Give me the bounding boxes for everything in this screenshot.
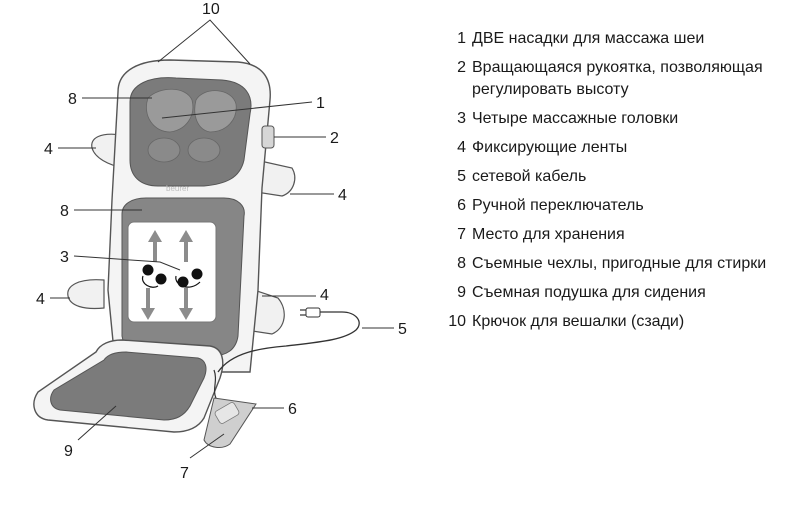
- legend-item-1: 1 ДВЕ насадки для массажа шеи: [444, 28, 794, 50]
- neck-roller-left: [147, 137, 181, 163]
- massage-heads: [142, 264, 203, 288]
- legend-number: 1: [457, 30, 466, 47]
- neck-massager-left: [146, 88, 194, 133]
- callout-1: 1: [316, 95, 325, 112]
- seat-cushion: [50, 351, 207, 421]
- legend-item-7: 7 Место для хранения: [444, 224, 794, 246]
- legend-number: 2: [457, 59, 466, 76]
- callout-8-neck: 8: [68, 91, 77, 108]
- legend-text: Вращающаяся рукоятка, позволяющая регули…: [472, 59, 763, 98]
- controller-cable: [213, 369, 217, 399]
- callout-6: 6: [288, 401, 297, 418]
- strap-upper-right: [255, 159, 296, 197]
- callout-4-upper-right: 4: [338, 187, 347, 204]
- legend-item-8: 8 Съемные чехлы, пригодные для стирки: [444, 253, 794, 275]
- legend-item-3: 3 Четыре массажные головки: [444, 108, 794, 130]
- legend-text: Съемные чехлы, пригодные для стирки: [472, 255, 767, 272]
- legend-text: Четыре массажные головки: [472, 110, 679, 127]
- massage-head-4: [191, 268, 203, 280]
- legend-text: Место для хранения: [472, 226, 625, 243]
- legend-text: ДВЕ насадки для массажа шеи: [472, 30, 705, 47]
- legend-number: 6: [457, 197, 466, 214]
- brand-logo: beurer: [166, 184, 189, 193]
- legend-text: Крючок для вешалки (сзади): [472, 313, 685, 330]
- rotation-arrows: [141, 275, 201, 288]
- legend-number: 10: [448, 313, 466, 330]
- callout-8-back: 8: [60, 203, 69, 220]
- legend-number: 3: [457, 110, 466, 127]
- legend-item-5: 5 сетевой кабель: [444, 166, 794, 188]
- power-plug: [305, 307, 321, 318]
- legend-number: 5: [457, 168, 466, 185]
- callout-2: 2: [330, 130, 339, 147]
- legend-text: Ручной переключатель: [472, 197, 644, 214]
- callout-4-lower-left: 4: [36, 291, 45, 308]
- massage-head-1: [142, 264, 154, 276]
- legend-text: сетевой кабель: [472, 168, 587, 185]
- parts-legend: 1 ДВЕ насадки для массажа шеи 2 Вращающа…: [444, 28, 794, 340]
- legend-item-9: 9 Съемная подушка для сидения: [444, 282, 794, 304]
- massage-window: [127, 221, 217, 323]
- callout-4-lower-right: 4: [320, 287, 329, 304]
- legend-number: 9: [457, 284, 466, 301]
- legend-item-6: 6 Ручной переключатель: [444, 195, 794, 217]
- neck-cushion: [129, 77, 252, 187]
- neck-massager-right: [194, 90, 237, 133]
- legend-number: 8: [457, 255, 466, 272]
- massage-head-2: [155, 273, 167, 285]
- callout-10: 10: [202, 1, 220, 18]
- legend-number: 7: [457, 226, 466, 243]
- legend-text: Фиксирующие ленты: [472, 139, 628, 156]
- callout-5: 5: [398, 321, 407, 338]
- strap-lower-left: [67, 279, 105, 310]
- legend-item-2: 2 Вращающаяся рукоятка, позволяющая регу…: [444, 57, 794, 101]
- callout-3: 3: [60, 249, 69, 266]
- legend-number: 4: [457, 139, 466, 156]
- legend-item-10: 10 Крючок для вешалки (сзади): [444, 311, 794, 333]
- neck-roller-right: [187, 137, 221, 163]
- massage-direction-arrows: [141, 230, 193, 320]
- controller-buttons: [214, 402, 240, 424]
- power-cable: [217, 311, 360, 373]
- callout-7: 7: [180, 465, 189, 482]
- legend-text: Съемная подушка для сидения: [472, 284, 706, 301]
- height-knob: [261, 125, 275, 149]
- callout-9: 9: [64, 443, 73, 460]
- legend-item-4: 4 Фиксирующие ленты: [444, 137, 794, 159]
- leader-lines: [50, 19, 394, 459]
- massage-seat-diagram: beurer: [33, 1, 407, 482]
- callout-4-upper-left: 4: [44, 141, 53, 158]
